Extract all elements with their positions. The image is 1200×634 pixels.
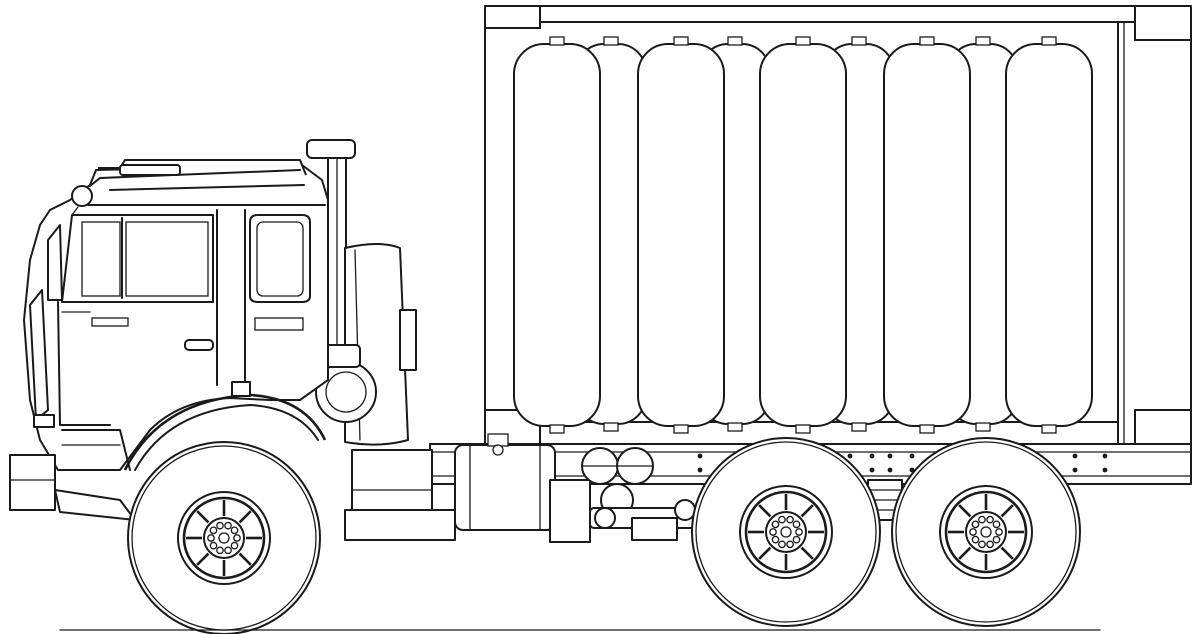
frame-rivet	[697, 453, 703, 459]
gas-cylinder	[1005, 36, 1093, 434]
frame-rivet	[1102, 467, 1108, 473]
truck-cab	[9, 159, 329, 521]
frame-rivet	[869, 467, 875, 473]
gas-cylinder	[883, 36, 971, 434]
frame-rivet	[909, 453, 915, 459]
gas-cylinders	[513, 36, 1093, 434]
wheel	[891, 437, 1081, 627]
gas-cylinder	[637, 36, 725, 434]
frame-rivet	[847, 453, 853, 459]
frame-rivet	[887, 467, 893, 473]
air-tanks	[581, 447, 654, 517]
frame-rivet	[1102, 453, 1108, 459]
gas-cylinder	[759, 36, 847, 434]
frame-rivet	[1072, 467, 1078, 473]
wheel	[127, 441, 321, 634]
frame-rivet	[869, 453, 875, 459]
frame-rivet	[1072, 453, 1078, 459]
gas-cylinder	[513, 36, 601, 434]
fuel-tank	[454, 433, 591, 543]
wheels	[127, 437, 1081, 634]
frame-rivet	[887, 453, 893, 459]
wheel	[691, 437, 881, 627]
air-cleaner	[315, 344, 377, 423]
frame-rivet	[697, 467, 703, 473]
battery-box	[344, 449, 456, 541]
